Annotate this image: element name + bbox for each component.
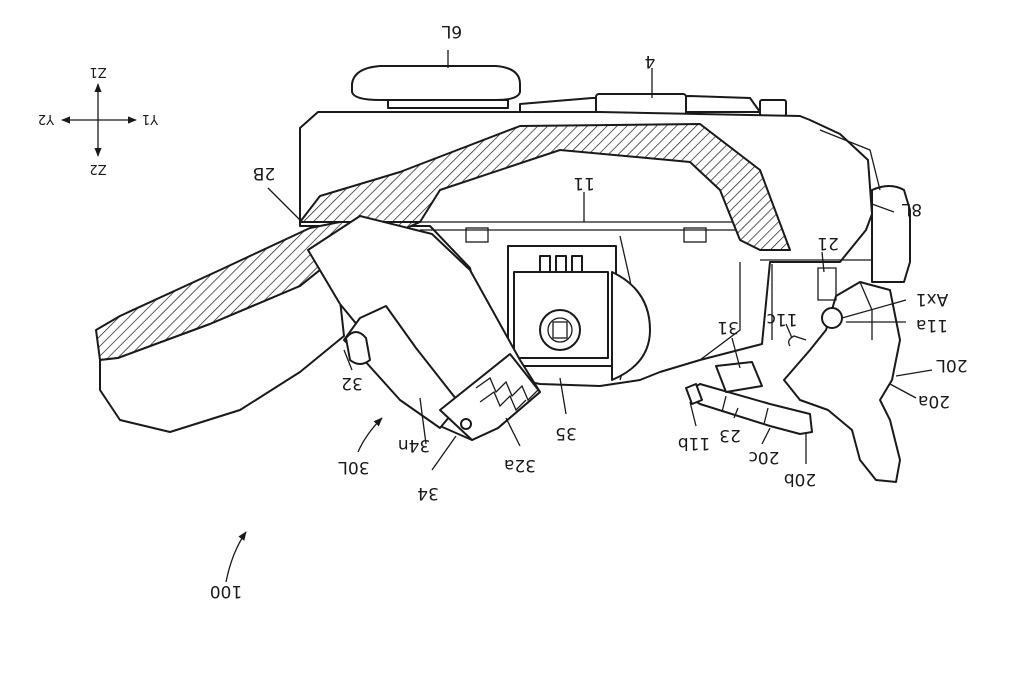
axis-label-y1: Y1 <box>142 111 159 126</box>
label-34n: 34n <box>398 435 430 455</box>
label-23: 23 <box>719 425 741 445</box>
button-6L <box>351 65 521 109</box>
label-35: 35 <box>555 423 577 443</box>
assembly-30L <box>307 215 541 441</box>
axis-label-z1: Z1 <box>89 64 106 79</box>
label-6L: 6L <box>441 21 462 41</box>
label-20c: 20c <box>749 447 780 467</box>
component-35 <box>507 245 651 381</box>
grip-lower-body <box>99 261 345 433</box>
label-Ax1: Ax1 <box>916 289 949 309</box>
label-32a: 32a <box>504 455 536 475</box>
label-2B: 2B <box>253 163 275 183</box>
part-31 <box>715 361 763 393</box>
label-32: 32 <box>341 373 363 393</box>
label-8L: 8L <box>901 199 922 219</box>
label-100: 100 <box>210 581 242 601</box>
axis-label-z2: Z2 <box>89 161 106 176</box>
label-11a: 11a <box>916 315 948 335</box>
label-20L: 20L <box>936 355 968 375</box>
label-11b: 11b <box>678 433 710 453</box>
label-30L: 30L <box>338 457 370 477</box>
label-11c: 11c <box>767 309 798 329</box>
label-4: 4 <box>645 51 656 71</box>
label-34: 34 <box>417 483 439 503</box>
top-shell <box>299 123 791 251</box>
label-21: 21 <box>817 233 839 253</box>
label-20a: 20a <box>918 391 950 411</box>
pivot-Ax1 <box>821 307 843 329</box>
label-31: 31 <box>717 317 739 337</box>
button-8L <box>819 129 911 283</box>
trigger-20L <box>783 281 901 483</box>
axis-indicator <box>61 83 137 157</box>
label-20b: 20b <box>784 469 816 489</box>
leader-lines <box>225 50 933 583</box>
axis-label-y2: Y2 <box>38 111 55 126</box>
label-11: 11 <box>573 173 595 193</box>
